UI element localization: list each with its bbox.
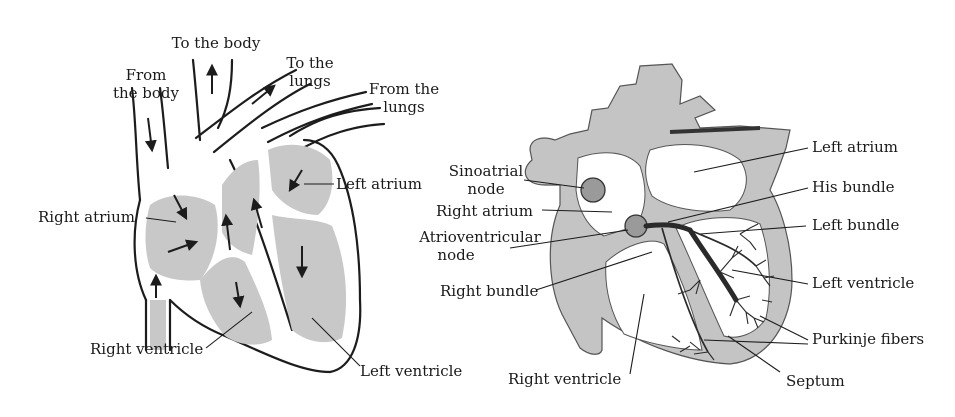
right-atrium-cavity [575,152,646,237]
label-right-ventricle-r: Right ventricle [508,370,621,388]
label-from-the-lungs-1: From the [369,80,439,98]
leader-sinoatrial [523,179,585,189]
label-to-the-lungs-1: To the [286,54,333,72]
label-left-atrium: Left atrium [336,175,422,193]
leader-his-bundle [667,187,809,223]
right-ventricle-cavity [605,240,703,351]
label-right-ventricle: Right ventricle [90,340,203,358]
leader-purkinje [759,315,809,341]
left-bundle-branch-2 [689,229,757,267]
label-from-the-body-1: From [126,66,167,84]
leader-av-node [509,229,629,249]
leader-right-ventricle-r [629,293,645,375]
leader-left-atrium-r [693,147,809,173]
pulmonary-band [669,126,761,134]
label-right-atrium-r: Right atrium [436,202,533,220]
label-septum: Septum [786,372,845,390]
leader-septum-2 [703,339,809,345]
label-left-atrium-r: Left atrium [812,138,898,156]
label-right-bundle: Right bundle [440,282,538,300]
label-purkinje-fibers: Purkinje fibers [812,330,924,348]
leader-septum-1 [727,335,781,373]
leader-right-ventricle [205,311,253,349]
label-left-ventricle-r: Left ventricle [812,274,914,292]
right-atrium-blood [145,195,218,281]
leader-right-atrium [145,217,177,223]
label-to-the-lungs-2: lungs [289,72,330,90]
leader-right-atrium-r [541,209,613,213]
left-atrium-cavity [645,144,747,212]
left-heart-outline [130,58,386,374]
leader-left-ventricle [311,317,361,367]
conduction-system-diagram: Sinoatrial node Right atrium Atrioventri… [418,63,924,390]
flow-arrows [144,63,308,309]
left-ventricle-blood [272,215,347,343]
right-ventricle-blood [200,257,272,345]
label-from-the-body-2: the body [113,84,180,102]
label-sinoatrial-2: node [467,180,504,198]
blood-flow-diagram: To the body To the lungs From the body F… [38,34,462,380]
label-right-atrium: Right atrium [38,208,135,226]
label-left-bundle: Left bundle [812,216,900,234]
label-left-ventricle: Left ventricle [360,362,462,380]
label-his-bundle: His bundle [812,178,895,196]
right-bundle-path [661,227,709,353]
vena-cava-blood [150,300,166,350]
sinoatrial-node [580,177,606,203]
label-av-node-1: Atrioventricular [418,228,541,246]
label-sinoatrial-1: Sinoatrial [449,162,524,180]
pulmonary-blood [222,160,260,255]
leader-left-ventricle-r [731,269,809,285]
leader-left-bundle [699,225,807,235]
label-to-the-body: To the body [172,34,261,52]
his-bundle [643,222,693,233]
left-atrium-blood [268,144,333,215]
label-av-node-2: node [437,246,474,264]
label-from-the-lungs-2: lungs [383,98,424,116]
left-bundle-path [687,227,739,303]
leader-right-bundle [535,251,653,291]
